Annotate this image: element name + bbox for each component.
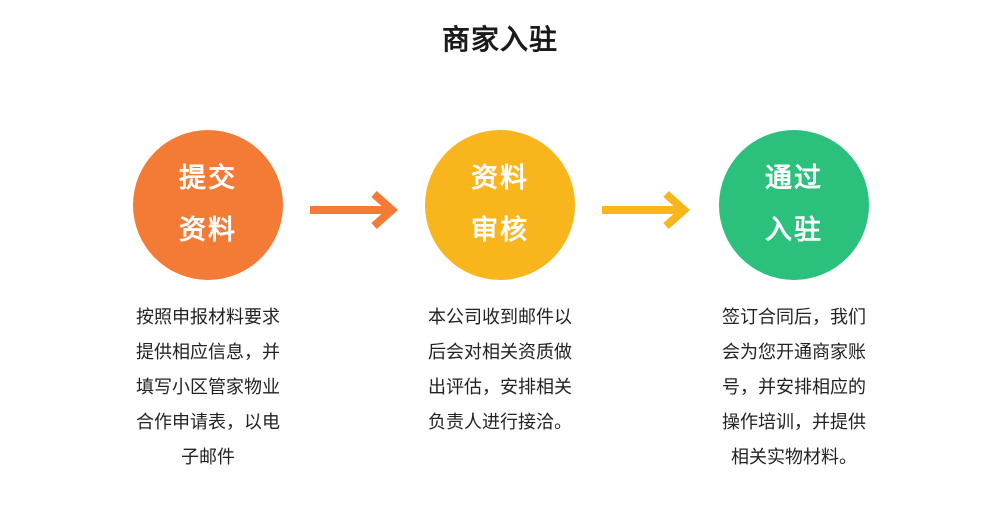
step-material-review: 资料 审核 本公司收到邮件以后会对相关资质做出评估，安排相关负责人进行接洽。 [420,130,580,440]
step-description: 本公司收到邮件以后会对相关资质做出评估，安排相关负责人进行接洽。 [428,307,572,433]
step-label-line2: 审核 [471,215,529,246]
step-label-line1: 资料 [471,163,529,194]
step-label-line1: 通过 [765,163,823,194]
step-label-line2: 入驻 [765,215,823,246]
step-label-line1: 提交 [179,163,237,194]
step-circle-approved: 通过 入驻 [719,130,869,280]
step-circle-submit: 提交 资料 [133,130,283,280]
step-submit-materials: 提交 资料 按照申报材料要求提供相应信息，并填写小区管家物业合作申请表，以电子邮… [128,130,288,475]
arrow-right-icon [310,191,399,229]
step-description: 按照申报材料要求提供相应信息，并填写小区管家物业合作申请表，以电子邮件 [136,307,280,468]
arrow-right-icon [602,191,691,229]
step-approved-onboarding: 通过 入驻 签订合同后，我们会为您开通商家账号，并安排相应的操作培训，并提供相关… [714,130,874,475]
page-title: 商家入驻 [441,23,558,56]
step-label-line2: 资料 [179,215,237,246]
step-circle-review: 资料 审核 [425,130,575,280]
step-description: 签订合同后，我们会为您开通商家账号，并安排相应的操作培训，并提供相关实物材料。 [722,307,866,468]
